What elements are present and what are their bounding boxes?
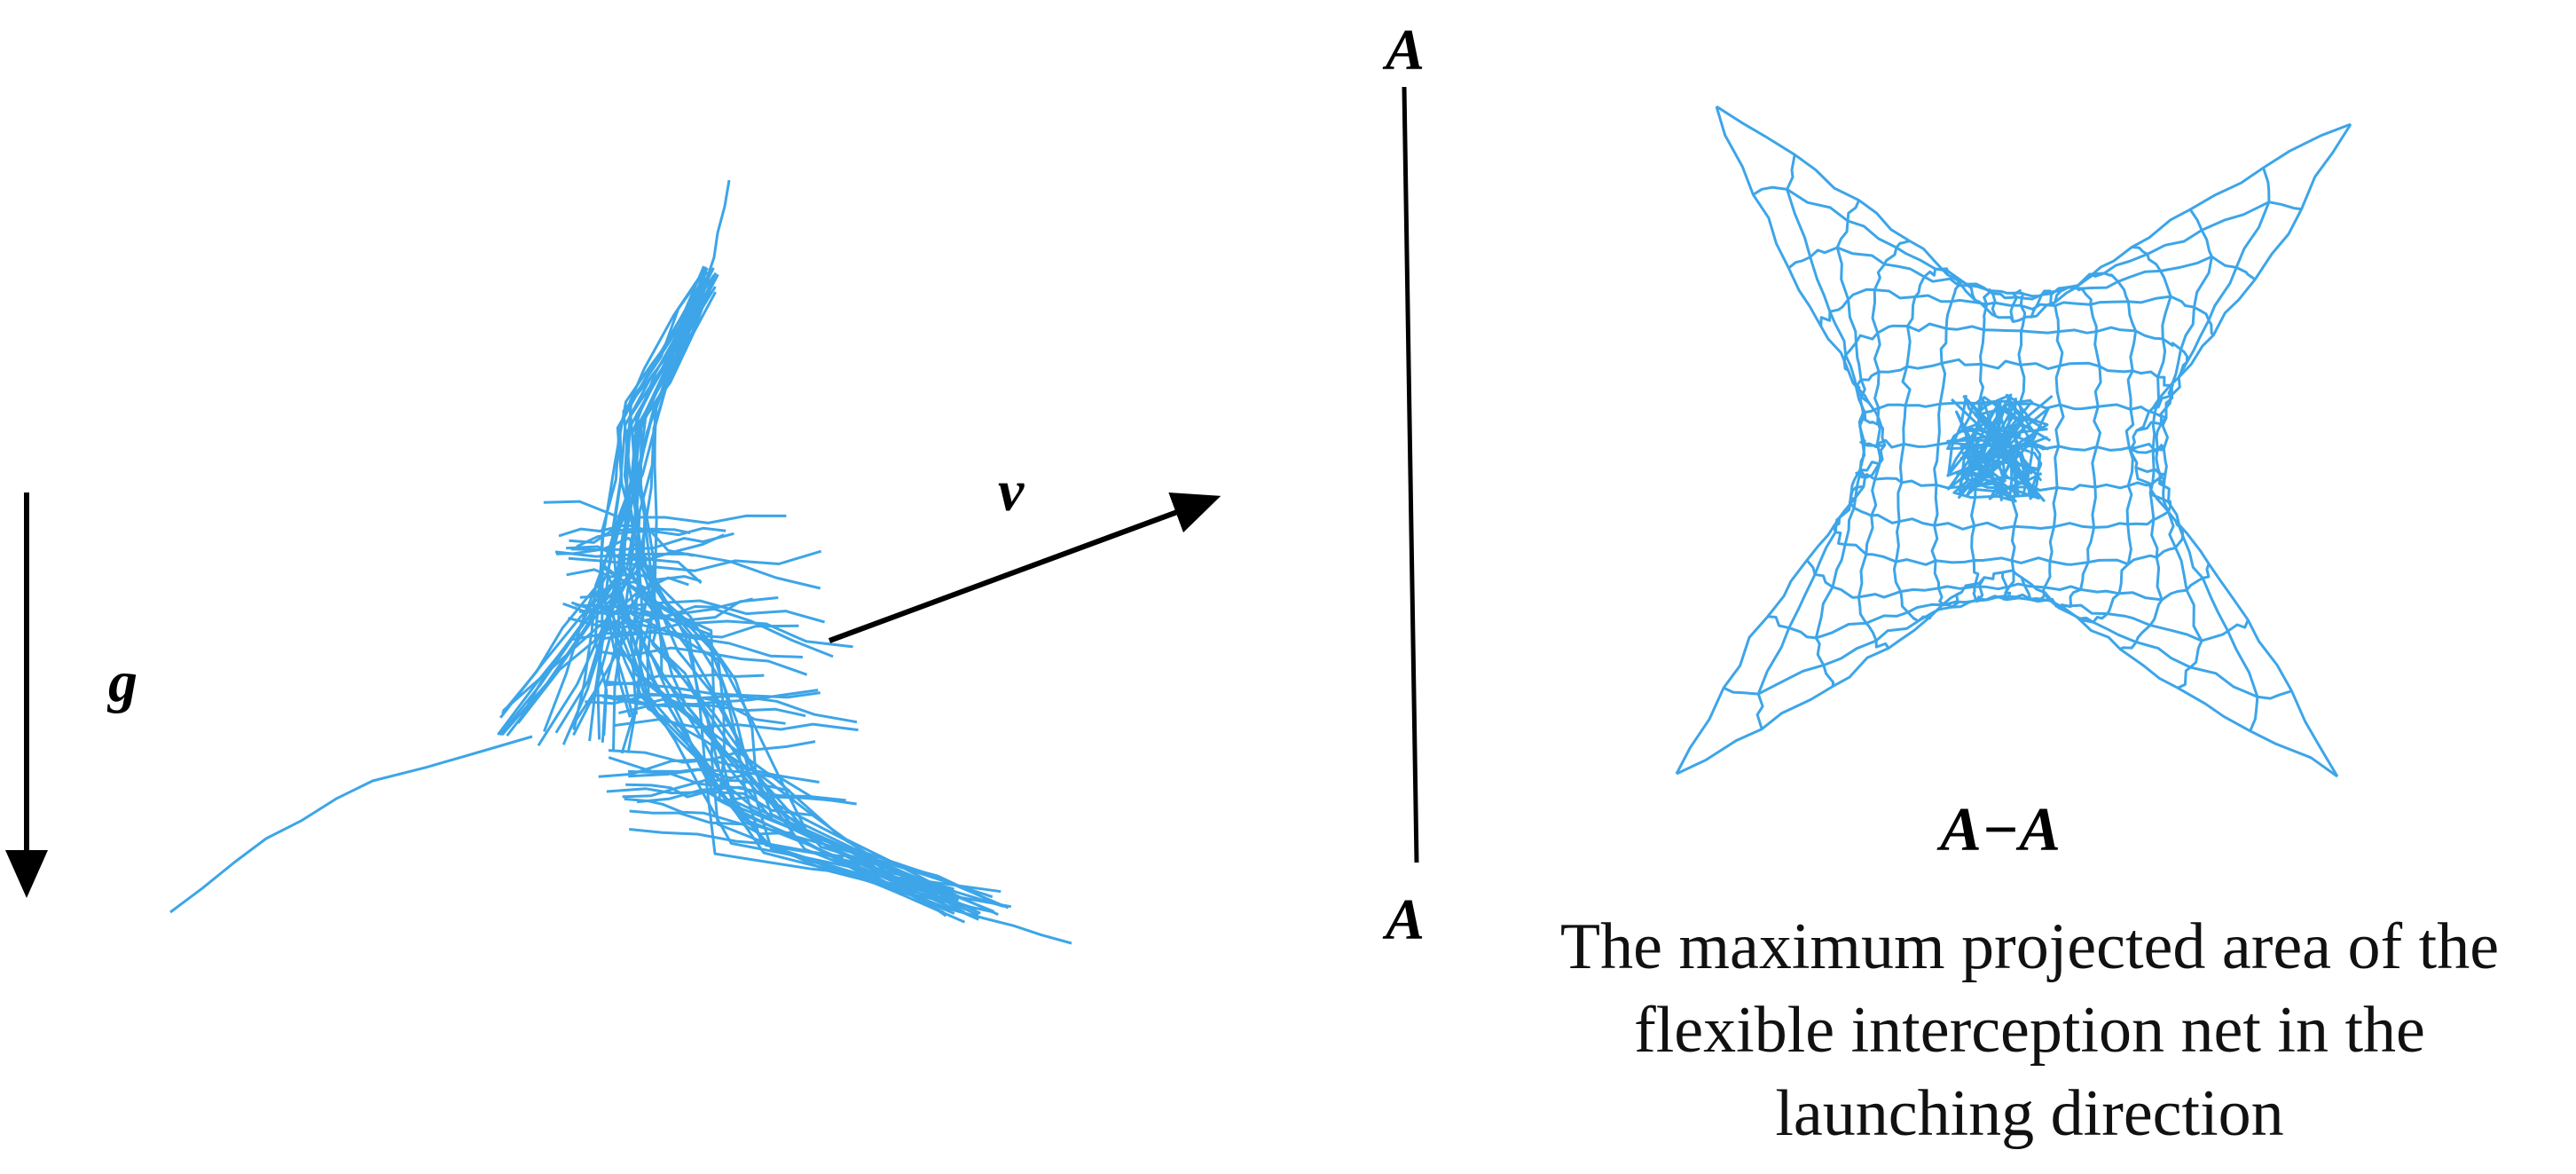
net-strand — [625, 567, 1009, 910]
net-strand — [2043, 285, 2102, 610]
net-strand — [2076, 272, 2138, 624]
net-link — [572, 631, 803, 658]
net-link — [601, 619, 853, 649]
net-strand — [2155, 167, 2271, 732]
net-link — [613, 692, 858, 724]
net-link — [622, 778, 790, 799]
net-strand — [2161, 209, 2213, 689]
net-strand — [520, 274, 716, 717]
net-strand — [1848, 485, 2172, 531]
net-tangle — [1961, 398, 2049, 500]
net-link — [595, 607, 834, 658]
net-link — [578, 596, 779, 623]
net-link — [618, 701, 806, 718]
net-strand — [1767, 595, 2250, 642]
net-strand — [1723, 593, 2292, 700]
net-strand — [501, 273, 716, 713]
net-link — [629, 828, 844, 858]
net-link — [566, 533, 725, 563]
net-link — [569, 527, 691, 544]
net-link — [625, 783, 750, 802]
net-strand — [1832, 517, 2185, 566]
net-link — [575, 599, 826, 624]
net-link — [554, 550, 821, 590]
net-strand — [603, 601, 944, 896]
net-tangle — [1961, 402, 2043, 498]
deploying-net-side-view — [169, 179, 1072, 945]
gravity-label: g — [106, 650, 137, 714]
net-link — [543, 500, 787, 524]
net-link — [598, 758, 820, 784]
figure-caption: The maximum projected area of the flexib… — [1480, 905, 2576, 1155]
net-strand — [1676, 569, 2338, 778]
net-arm — [169, 735, 533, 914]
net-tangle — [1959, 398, 2039, 494]
net-strand — [2119, 246, 2172, 650]
net-link — [608, 756, 752, 780]
net-link — [558, 524, 695, 557]
net-strand — [501, 271, 709, 714]
net-strand — [1716, 105, 2352, 323]
section-view-label: A−A — [1936, 796, 2061, 864]
net-link — [624, 797, 741, 825]
velocity-label: v — [998, 459, 1025, 524]
net-link — [602, 689, 819, 708]
net-link — [585, 693, 786, 725]
net-strand — [1755, 154, 1865, 730]
net-strand — [596, 285, 707, 740]
net-link — [566, 568, 702, 583]
net-link — [596, 646, 808, 676]
net-strand — [1814, 200, 1866, 687]
net-strand — [1752, 185, 2302, 301]
net-link — [568, 549, 822, 572]
net-strand — [1805, 559, 2211, 602]
net-strand — [1787, 246, 2257, 298]
deployed-net-front-view — [1675, 105, 2352, 778]
caption-line-1: The maximum projected area of the — [1559, 910, 2500, 983]
net-link — [628, 768, 857, 806]
net-link — [567, 617, 799, 639]
section-label-bottom: A — [1382, 887, 1425, 952]
net-strand — [2020, 289, 2065, 603]
section-label-top: A — [1382, 18, 1425, 83]
caption-line-3: launching direction — [1775, 1077, 2284, 1150]
net-strand — [2129, 123, 2352, 777]
velocity-arrow-icon — [828, 492, 1221, 643]
net-link — [555, 536, 703, 585]
net-tangle — [1960, 402, 2050, 500]
net-link — [614, 718, 859, 732]
net-tangle — [1947, 399, 2028, 501]
section-line — [1402, 86, 1419, 863]
net-link — [576, 526, 726, 548]
caption-line-2: flexible interception net in the — [1634, 994, 2425, 1067]
net-strand — [637, 556, 1004, 908]
net-link — [629, 809, 792, 836]
net-strand — [572, 282, 714, 737]
net-link — [606, 673, 765, 687]
